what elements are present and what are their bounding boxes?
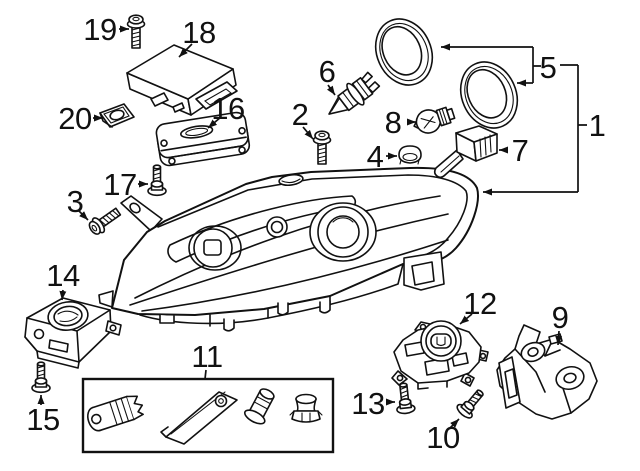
callout-2-arrow	[302, 126, 314, 140]
part-5-retaining-rings	[374, 18, 519, 129]
callout-11: 11	[191, 339, 223, 380]
part-4-cap	[398, 145, 422, 165]
callout-12-label: 12	[463, 286, 496, 321]
callout-2: 2	[292, 97, 314, 140]
part-3-screw	[85, 203, 124, 239]
callouts: 19 18 20 16 2 17 3 6	[26, 12, 606, 455]
callout-17-label: 17	[103, 167, 136, 202]
callout-1-label: 1	[589, 108, 606, 143]
part-10-bolt	[454, 384, 489, 422]
callout-14-arrow	[59, 289, 67, 301]
callout-9-label: 9	[552, 300, 569, 335]
projector-lens-left	[193, 228, 233, 268]
callout-8: 8	[385, 105, 416, 140]
callout-15-label: 15	[26, 402, 59, 437]
callout-13: 13	[351, 386, 395, 421]
kit-item-socket-2	[243, 388, 275, 425]
part-15-screw	[31, 361, 51, 394]
part-11-socket-kit	[81, 377, 335, 454]
kit-item-socket-1	[87, 395, 144, 432]
callout-10-label: 10	[426, 420, 460, 455]
kit-item-bracket-plate	[160, 391, 238, 445]
callout-1: 1	[483, 64, 606, 196]
callout-13-label: 13	[351, 386, 384, 421]
callout-3: 3	[67, 184, 89, 221]
callout-7: 7	[499, 133, 529, 168]
part-2-screw	[312, 130, 332, 165]
callout-14: 14	[46, 258, 80, 301]
callout-11-line	[204, 369, 207, 380]
callout-19-label: 19	[83, 12, 116, 47]
callout-12-arrow	[459, 313, 473, 325]
kit-item-clip	[289, 393, 323, 423]
retaining-ring-2	[459, 61, 519, 129]
callout-10: 10	[426, 418, 460, 455]
callout-16-arrow	[207, 116, 222, 129]
callout-10-arrow	[448, 418, 460, 430]
callout-19: 19	[83, 12, 129, 47]
part-12-adjuster-bracket	[391, 320, 489, 390]
part-7-bulb-socket	[433, 125, 498, 179]
callout-6: 6	[319, 54, 336, 96]
projector-lens-main	[317, 206, 369, 258]
part-19-screw	[126, 14, 146, 49]
callout-1-bracket	[560, 64, 587, 192]
callout-5-label: 5	[540, 50, 557, 85]
callout-15: 15	[26, 395, 60, 437]
part-1-headlamp-assembly	[98, 166, 479, 332]
callout-18-label: 18	[182, 15, 215, 50]
callout-4-label: 4	[367, 139, 384, 174]
callout-9: 9	[552, 300, 569, 346]
callout-9-arrow	[555, 330, 563, 346]
callout-5: 5	[441, 43, 557, 87]
retaining-ring-1	[374, 18, 434, 86]
callout-7-label: 7	[512, 133, 529, 168]
part-20-retainer-clip	[99, 103, 135, 128]
callout-18: 18	[178, 15, 216, 58]
part-16-control-module	[155, 111, 251, 167]
callout-16: 16	[207, 91, 245, 129]
callout-3-arrow	[78, 210, 89, 221]
part-9-mounting-bracket	[496, 324, 598, 420]
part-17-screw	[147, 164, 167, 197]
callout-3-label: 3	[67, 184, 84, 219]
callout-17: 17	[103, 167, 148, 202]
part-13-screw	[393, 381, 417, 416]
callout-20: 20	[58, 101, 103, 136]
callout-14-label: 14	[46, 258, 80, 293]
callout-2-label: 2	[292, 97, 309, 132]
part-18-control-module	[126, 44, 238, 116]
callout-5-bracket	[532, 47, 541, 83]
side-bracket	[403, 251, 445, 291]
callout-6-arrow	[326, 84, 336, 96]
callout-12: 12	[459, 286, 497, 325]
part-6-halogen-bulb	[328, 71, 381, 115]
callout-8-label: 8	[385, 105, 402, 140]
callout-6-label: 6	[319, 54, 336, 89]
callout-4: 4	[367, 139, 397, 174]
part-14-ballast-unit	[24, 297, 122, 369]
callout-18-arrow	[178, 43, 193, 58]
part-8-bulb	[413, 106, 456, 134]
callout-11-label: 11	[191, 339, 222, 374]
callout-20-label: 20	[58, 101, 92, 136]
